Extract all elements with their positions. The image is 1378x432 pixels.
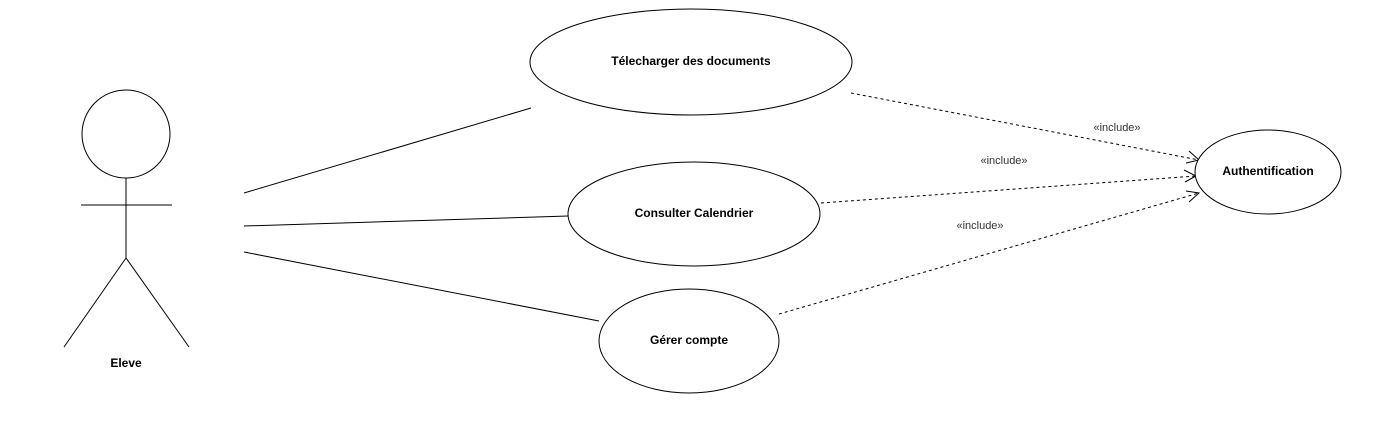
include-from-telecharger	[850, 92, 1201, 164]
use-case-compte[interactable]: Gérer compte	[598, 288, 780, 394]
actor-left-leg	[63, 257, 127, 348]
association-telecharger	[243, 107, 532, 194]
use-case-compte-shape	[598, 288, 780, 394]
include-from-calendrier	[820, 169, 1198, 204]
include-label-calendrier: «include»	[980, 155, 1027, 167]
include-label-compte: «include»	[956, 220, 1003, 232]
actor-head	[81, 89, 171, 179]
use-case-authentification-shape	[1194, 129, 1342, 215]
include-from-compte	[778, 190, 1201, 315]
actor-right-leg	[125, 257, 190, 348]
actor-eleve[interactable]: Eleve	[63, 89, 190, 370]
use-case-telecharger-shape	[529, 8, 853, 116]
include-label-telecharger: «include»	[1093, 122, 1140, 134]
actor-label: Eleve	[110, 356, 142, 370]
association-calendrier	[243, 215, 569, 227]
use-case-calendrier-label: Consulter Calendrier	[635, 206, 754, 220]
use-case-calendrier[interactable]: Consulter Calendrier	[567, 161, 821, 267]
use-case-telecharger-label: Télecharger des documents	[611, 54, 771, 68]
use-case-authentification[interactable]: Authentification	[1194, 129, 1342, 215]
use-case-telecharger[interactable]: Télecharger des documents	[529, 8, 853, 116]
use-case-compte-label: Gérer compte	[650, 333, 728, 347]
use-case-calendrier-shape	[567, 161, 821, 267]
use-case-authentification-label: Authentification	[1222, 164, 1313, 178]
association-compte	[243, 251, 600, 322]
